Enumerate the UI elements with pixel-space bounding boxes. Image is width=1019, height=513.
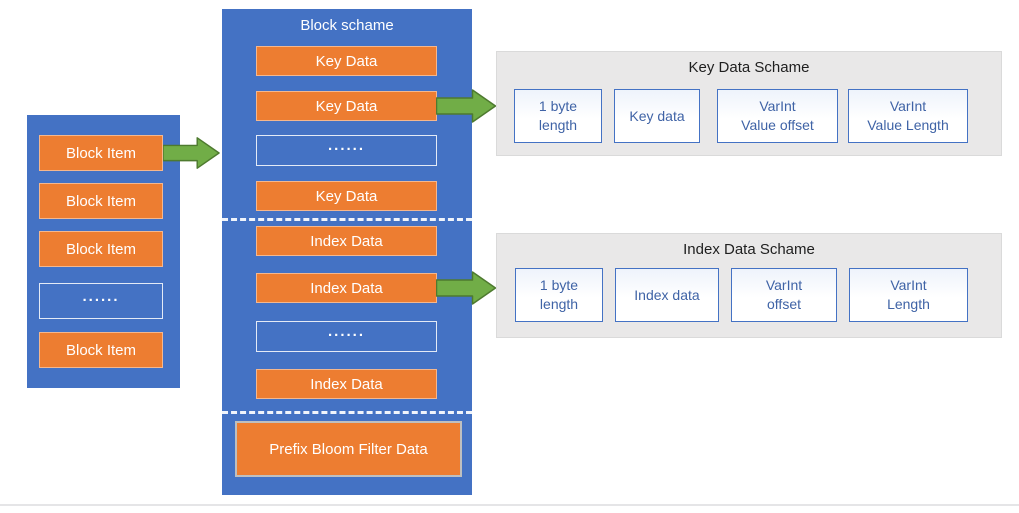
page-bottom-divider <box>0 504 1019 506</box>
block-scheme-column: Block schame Key Data Key Data ...... Ke… <box>222 9 472 495</box>
ellipsis-label: ...... <box>327 323 365 341</box>
key-data-label: Key Data <box>315 52 378 70</box>
green-arrow-right-icon <box>163 137 220 169</box>
prefix-bloom-filter-label: Prefix Bloom Filter Data <box>269 440 428 458</box>
key-data-scheme-panel: Key Data Schame 1 byte length Key data V… <box>496 51 1002 156</box>
key-data-box: Key Data <box>256 91 437 121</box>
index-data-label: Index Data <box>310 375 383 393</box>
field-box-varint-value-offset: VarInt Value offset <box>717 89 838 143</box>
green-arrow-right-icon <box>436 271 497 305</box>
block-item-box: Block Item <box>39 332 163 368</box>
section-divider-dashed <box>222 411 472 414</box>
ellipsis-box: ...... <box>256 135 437 166</box>
ellipsis-label: ...... <box>82 287 120 305</box>
block-item-box: Block Item <box>39 231 163 267</box>
block-item-box: Block Item <box>39 183 163 219</box>
prefix-bloom-filter-box: Prefix Bloom Filter Data <box>235 421 462 477</box>
block-item-label: Block Item <box>65 341 137 359</box>
field-box-varint-offset: VarInt offset <box>731 268 837 322</box>
key-data-scheme-title: Key Data Schame <box>688 59 810 76</box>
block-item-label: Block Item <box>65 192 137 210</box>
green-arrow-right-icon <box>436 89 497 123</box>
block-item-label: Block Item <box>65 240 137 258</box>
index-data-box: Index Data <box>256 369 437 399</box>
ellipsis-box: ...... <box>256 321 437 352</box>
field-box-index-data: Index data <box>615 268 719 322</box>
ellipsis-label: ...... <box>327 137 365 155</box>
index-data-label: Index Data <box>310 279 383 297</box>
field-box-key-data: Key data <box>614 89 700 143</box>
block-item-column: Block Item Block Item Block Item ...... … <box>27 115 180 388</box>
key-data-label: Key Data <box>315 97 378 115</box>
key-data-label: Key Data <box>315 187 378 205</box>
ellipsis-box: ...... <box>39 283 163 319</box>
field-box-varint-value-length: VarInt Value Length <box>848 89 968 143</box>
field-box-byte-length: 1 byte length <box>514 89 602 143</box>
index-data-scheme-panel: Index Data Schame 1 byte length Index da… <box>496 233 1002 338</box>
index-data-box: Index Data <box>256 273 437 303</box>
block-scheme-title: Block schame <box>300 17 394 34</box>
section-divider-dashed <box>222 218 472 221</box>
index-data-scheme-title: Index Data Schame <box>683 241 815 258</box>
key-data-box: Key Data <box>256 46 437 76</box>
index-data-box: Index Data <box>256 226 437 256</box>
block-item-label: Block Item <box>65 144 137 162</box>
field-box-byte-length: 1 byte length <box>515 268 603 322</box>
index-data-label: Index Data <box>310 232 383 250</box>
block-item-box: Block Item <box>39 135 163 171</box>
key-data-box: Key Data <box>256 181 437 211</box>
field-box-varint-length: VarInt Length <box>849 268 968 322</box>
